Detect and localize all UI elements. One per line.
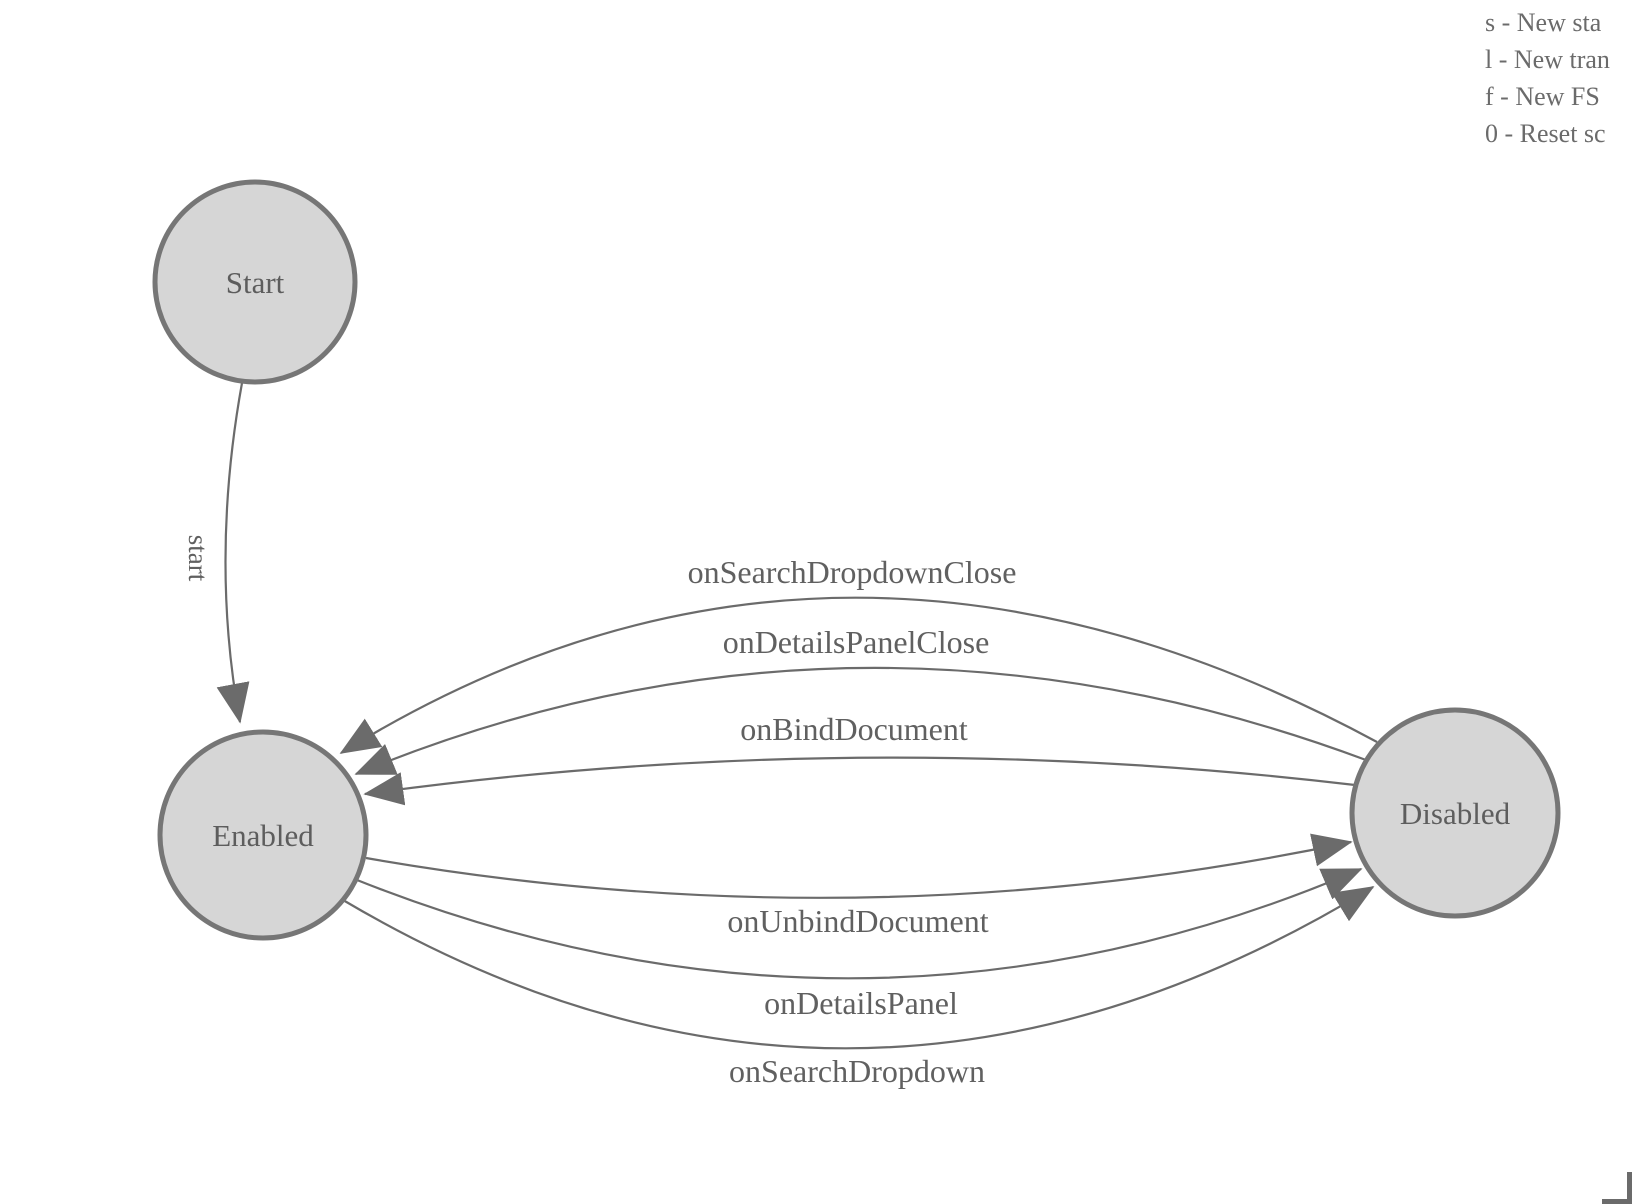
transition-ondetailspanel[interactable] [356,867,1363,980]
transition-onunbinddocument[interactable] [365,833,1353,899]
canvas-corner-mark [1602,1172,1632,1204]
state-start-label: Start [226,265,285,300]
state-start-circle[interactable] [152,179,358,385]
transition-onsearchdropdown[interactable] [342,886,1375,1050]
transition-start-to-enabled[interactable] [216,382,250,724]
state-enabled[interactable]: Enabled [157,729,369,941]
state-enabled-label: Enabled [212,818,314,853]
edge-label-onsearchdropdownclose: onSearchDropdownClose [688,554,1017,590]
state-start[interactable]: Start [152,179,358,385]
state-disabled-circle[interactable] [1349,707,1561,919]
edge-label-ondetailspanelclose: onDetailsPanelClose [723,624,990,660]
legend-line-new-fsm: f - New FS [1485,82,1600,111]
legend-line-new-state: s - New sta [1485,8,1602,37]
edge-label-onunbinddocument: onUnbindDocument [727,903,988,939]
transition-ondetailspanelclose[interactable] [354,666,1367,776]
state-disabled[interactable]: Disabled [1349,707,1561,919]
legend-line-reset: 0 - Reset sc [1485,119,1606,148]
state-enabled-circle[interactable] [157,729,369,941]
edge-label-ondetailspanel: onDetailsPanel [764,985,958,1021]
edge-label-start: start [183,535,213,582]
legend-line-new-transition: l - New tran [1485,45,1610,74]
transition-onsearchdropdownclose[interactable] [339,596,1378,754]
edge-label-onbinddocument: onBindDocument [740,711,968,747]
shortcut-legend: s - New sta l - New tran f - New FS 0 - … [1485,4,1610,152]
edge-label-onsearchdropdown: onSearchDropdown [729,1053,985,1089]
state-disabled-label: Disabled [1400,796,1511,831]
transition-onbinddocument[interactable] [363,756,1356,806]
